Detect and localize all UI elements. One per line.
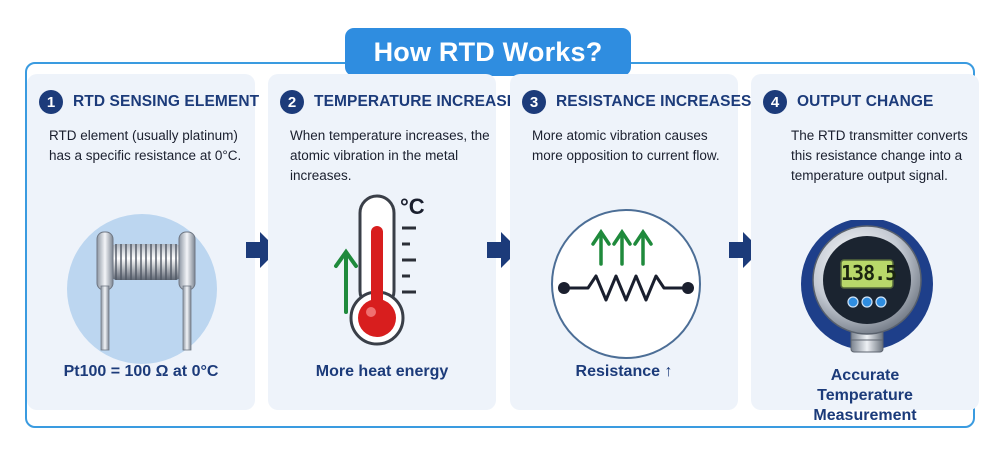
step-header: 3 RESISTANCE INCREASES [522,90,752,114]
step-heading: RESISTANCE INCREASES [556,93,752,110]
transmitter-display-value: 138.5 [841,261,897,285]
step-heading: TEMPERATURE INCREASE [314,93,518,110]
step-heading: RTD SENSING ELEMENT [73,93,260,110]
step-number-badge: 3 [522,90,546,114]
step-description: The RTD transmitter converts this resist… [791,128,968,183]
step-panel-1: 1 RTD SENSING ELEMENT RTD element (usual… [27,74,259,410]
up-arrows-icon [591,228,653,266]
step-caption: More heat energy [315,363,449,380]
step-number-badge: 1 [39,90,63,114]
diagram-title: How RTD Works? [345,28,631,76]
arrow-right-icon [729,232,761,268]
step-description: More atomic vibration causes more opposi… [532,128,720,163]
unit-label: °C [400,194,425,219]
step-header: 2 TEMPERATURE INCREASE [280,90,517,114]
resistor-symbol-icon [551,209,701,359]
up-arrow-icon [334,248,358,314]
step-caption: Resistance ↑ [575,363,673,380]
step-description: RTD element (usually platinum) has a spe… [49,128,242,163]
step-panel-3: 3 RESISTANCE INCREASES More atomic vibra… [510,74,751,410]
step-caption: Accurate Temperature Measurement [813,367,917,424]
step-header: 4 OUTPUT CHANGE [763,90,934,114]
arrow-right-icon [487,232,519,268]
temperature-transmitter-icon [801,220,933,353]
step-panel-4: 4 OUTPUT CHANGE The RTD transmitter conv… [751,74,979,424]
thermometer-icon [334,194,416,346]
step-number-badge: 2 [280,90,304,114]
step-number-badge: 4 [763,90,787,114]
step-heading: OUTPUT CHANGE [797,93,934,110]
arrow-right-icon [246,232,278,268]
step-panel-2: 2 TEMPERATURE INCREASE When temperature … [268,74,517,410]
rtd-coil-sensor-icon [67,214,217,364]
step-caption: Pt100 = 100 Ω at 0°C [63,363,219,380]
step-header: 1 RTD SENSING ELEMENT [39,90,259,114]
step-description: When temperature increases, the atomic v… [290,128,490,183]
